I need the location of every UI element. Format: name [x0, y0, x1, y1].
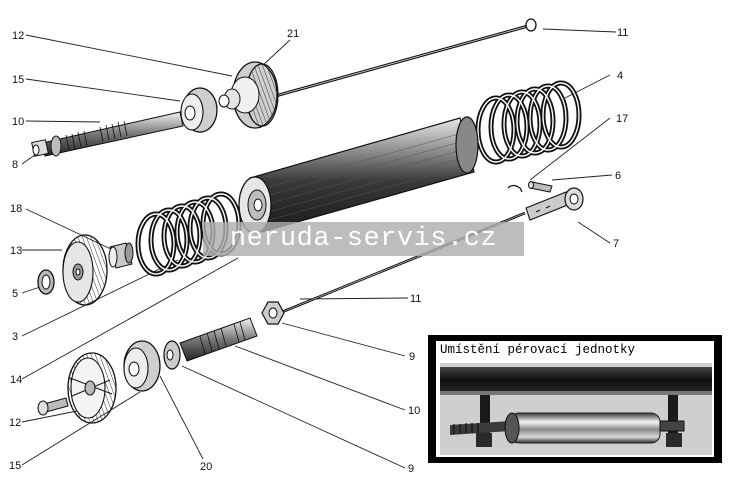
callout-18: 18	[10, 203, 22, 215]
inset-panel: Umístění pérovací jednotky	[428, 335, 722, 463]
callout-17: 17	[616, 113, 628, 125]
callout-10-upper: 10	[12, 116, 24, 128]
callout-9-upper: 9	[409, 351, 415, 363]
inset-photo	[440, 363, 712, 455]
callout-12-upper: 12	[12, 30, 24, 42]
end-bolt-12-lower	[37, 397, 69, 416]
callout-20: 20	[200, 461, 212, 473]
callout-3: 3	[12, 331, 18, 343]
callout-7: 7	[613, 238, 619, 250]
end-cap-15-lower	[67, 352, 117, 424]
callout-13: 13	[10, 245, 22, 257]
callout-6: 6	[615, 170, 621, 182]
bushing-18	[108, 242, 134, 269]
callout-9-lower: 9	[408, 463, 414, 475]
cup-20	[123, 340, 161, 392]
end-cap-21	[218, 61, 279, 129]
rod-eye-7	[525, 187, 584, 221]
callout-labels: 12 21 11 15 4 10 17 8 6 18 7 13 5 11 3 9…	[9, 27, 628, 475]
ring-5	[37, 269, 55, 295]
callout-11-upper: 11	[617, 27, 628, 39]
damper-cylinder	[238, 116, 479, 234]
callout-15-upper: 15	[12, 74, 24, 86]
watermark: neruda-servis.cz	[203, 222, 524, 256]
cup-15-upper	[180, 87, 218, 133]
callout-11-lower: 11	[410, 293, 421, 305]
callout-14: 14	[10, 374, 22, 386]
threaded-shaft-upper	[31, 111, 184, 157]
inset-title: Umístění pérovací jednotky	[440, 343, 636, 357]
rod-upper	[267, 18, 537, 100]
clip-17	[507, 184, 523, 193]
nut-9-lower	[163, 340, 181, 370]
callout-4: 4	[617, 70, 623, 82]
callout-10-lower: 10	[408, 405, 420, 417]
end-cap-13	[62, 234, 108, 306]
inset-body: Umístění pérovací jednotky	[436, 341, 714, 457]
nut-9-upper	[261, 301, 285, 325]
threaded-shaft-lower	[179, 317, 258, 362]
callout-8: 8	[12, 159, 18, 171]
callout-12-lower: 12	[9, 417, 21, 429]
callout-21: 21	[287, 28, 299, 40]
leader-lines	[21, 28, 617, 469]
callout-5: 5	[12, 288, 18, 300]
callout-15-lower: 15	[9, 460, 21, 472]
pin-6	[528, 181, 553, 193]
